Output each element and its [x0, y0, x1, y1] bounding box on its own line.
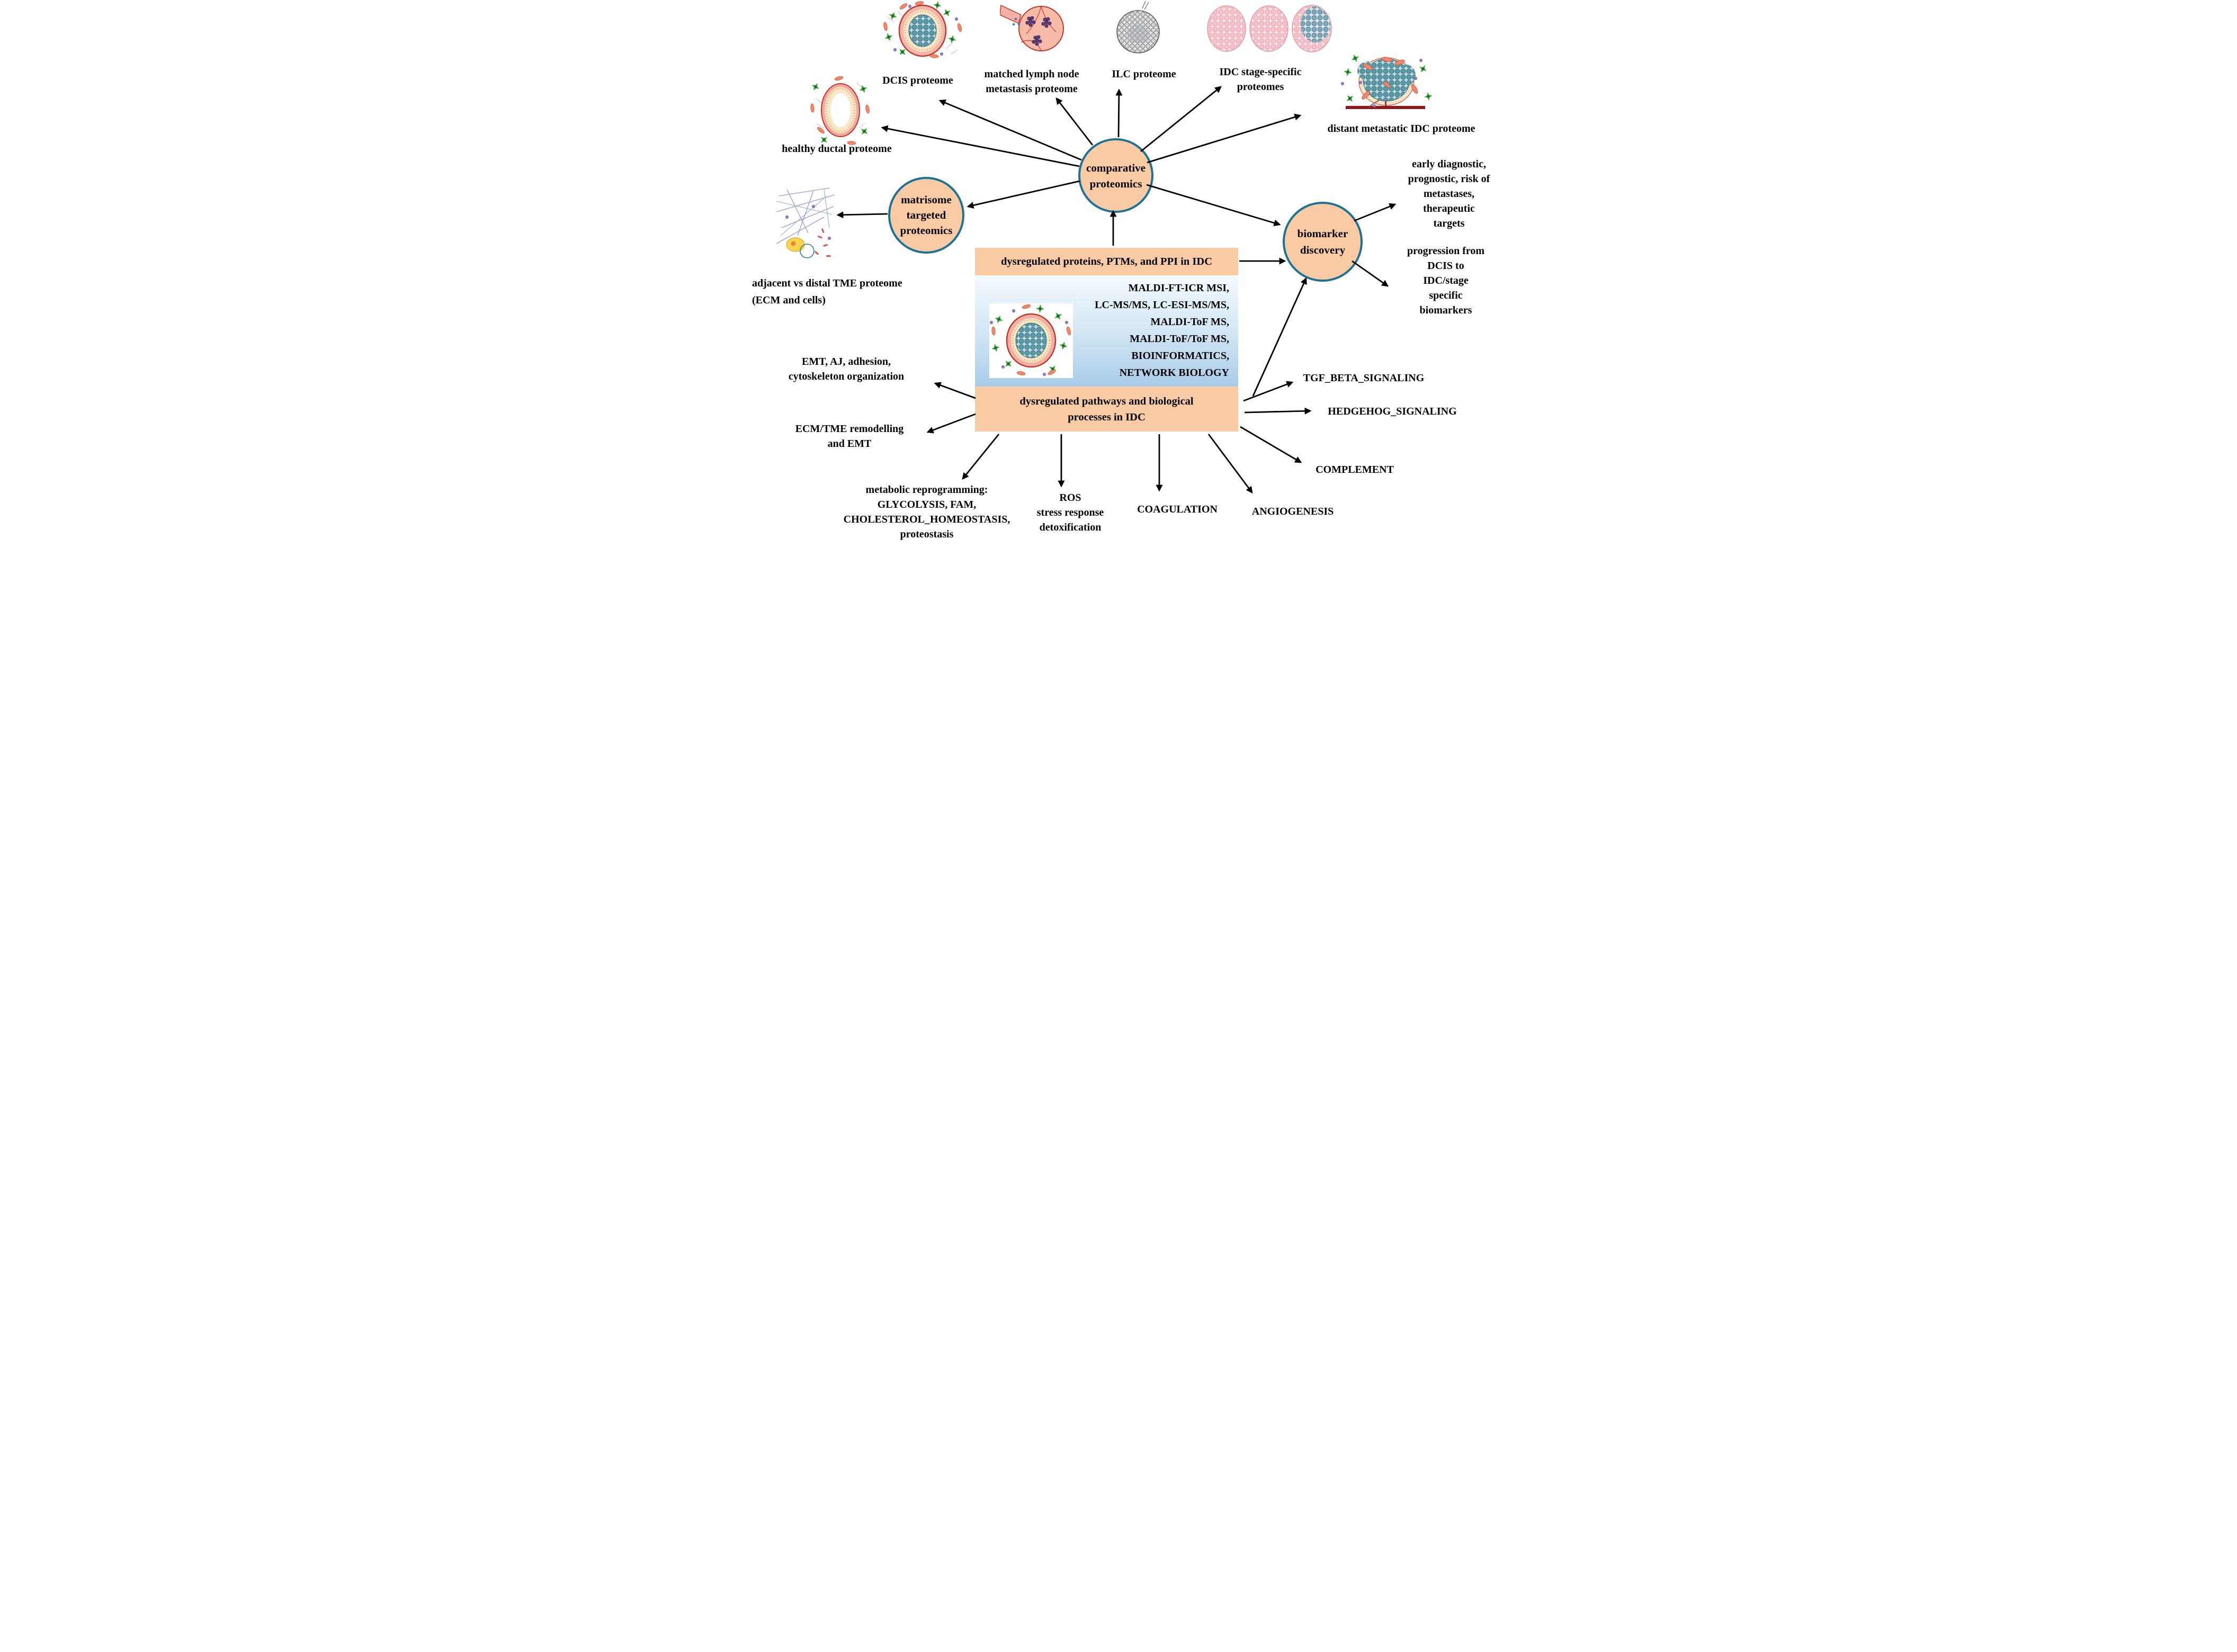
- metabolic-line1: metabolic reprogramming:: [865, 484, 988, 496]
- figure-canvas: DCIS proteome matched lymph node metasta…: [746, 0, 1491, 551]
- label-tme-proteome: adjacent vs distal TME proteome (ECM and…: [752, 275, 902, 309]
- distant-metastatic-tumor-illustration: [1341, 52, 1434, 110]
- label-coagulation: COAGULATION: [1137, 504, 1218, 515]
- biomarker-line1: biomarker: [1297, 227, 1348, 240]
- node-biomarker-discovery: biomarker discovery: [1283, 202, 1363, 282]
- arrow-comparative-to-idc-stage: [1140, 86, 1222, 152]
- method-line5: BIOINFORMATICS,: [1131, 350, 1229, 362]
- healthy-duct-illustration: [810, 75, 871, 146]
- arrow-box-to-complement: [1240, 426, 1302, 463]
- central-box-footer: dysregulated pathways and biological pro…: [975, 387, 1238, 432]
- clinical-line2: prognostic, risk of: [1408, 173, 1490, 185]
- label-dcis-proteome: DCIS proteome: [882, 75, 953, 86]
- metabolic-line2: GLYCOLYSIS, FAM,: [877, 499, 977, 510]
- progression-line5: biomarkers: [1419, 304, 1472, 316]
- progression-line4: specific: [1429, 290, 1463, 301]
- arrow-comparative-to-matrisome: [967, 180, 1080, 209]
- label-idc-stage-line2: proteomes: [1237, 81, 1284, 93]
- matrisome-line1: matrisome: [901, 193, 952, 206]
- progression-line2: DCIS to: [1427, 260, 1464, 272]
- ilc-tumor-illustration: [1116, 1, 1160, 53]
- central-box-header: dysregulated proteins, PTMs, and PPI in …: [975, 248, 1238, 275]
- clinical-line1: early diagnostic,: [1411, 158, 1486, 170]
- label-tgf-beta-signaling: TGF_BETA_SIGNALING: [1303, 372, 1425, 384]
- label-angiogenesis: ANGIOGENESIS: [1251, 506, 1334, 517]
- arrow-comparative-to-ilc: [1115, 88, 1123, 138]
- method-line2: LC-MS/MS, LC-ESI-MS/MS,: [1095, 299, 1229, 311]
- label-lymph-node-proteome: matched lymph node metastasis proteome: [985, 67, 1079, 96]
- arrow-biomarker-to-progression: [1352, 260, 1389, 287]
- label-idc-stage-proteomes: IDC stage-specific proteomes: [1220, 65, 1302, 94]
- label-hedgehog-signaling: HEDGEHOG_SIGNALING: [1328, 406, 1457, 417]
- arrow-comparative-to-dcis: [938, 100, 1082, 161]
- label-emt-adhesion: EMT, AJ, adhesion, cytoskeleton organiza…: [789, 354, 904, 384]
- node-comparative-proteomics: comparative proteomics: [1078, 138, 1153, 213]
- arrow-comparative-to-distant: [1147, 113, 1302, 164]
- arrow-box-to-hedgehog: [1244, 407, 1312, 415]
- label-ilc-proteome: ILC proteome: [1112, 68, 1176, 80]
- ecm-line1: ECM/TME remodelling: [795, 423, 904, 435]
- ecm-tme-matrix-illustration: [776, 187, 835, 258]
- arrow-comparative-to-lymph: [1055, 97, 1094, 146]
- clinical-line5: targets: [1433, 218, 1465, 229]
- progression-line3: IDC/stage: [1423, 275, 1469, 286]
- ros-line2: stress response: [1036, 507, 1104, 518]
- metabolic-line3: CHOLESTEROL_HOMEOSTASIS,: [843, 514, 1010, 525]
- arrow-box-to-tgf: [1243, 381, 1294, 402]
- lymph-node-metastasis-illustration: [1000, 4, 1064, 51]
- footer-line2: processes in IDC: [1068, 411, 1146, 423]
- comparative-line2: proteomics: [1089, 177, 1142, 190]
- arrow-box-to-angiogenesis: [1207, 434, 1253, 494]
- matrisome-line3: proteomics: [900, 224, 953, 237]
- label-idc-stage-line1: IDC stage-specific: [1219, 66, 1302, 78]
- progression-line1: progression from: [1407, 245, 1485, 257]
- arrow-matrisome-to-tme: [836, 211, 888, 219]
- ros-line1: ROS: [1059, 492, 1081, 504]
- ms-methods-list: MALDI-FT-ICR MSI, LC-MS/MS, LC-ESI-MS/MS…: [1095, 280, 1229, 381]
- label-clinical-biomarkers: early diagnostic, prognostic, risk of me…: [1408, 157, 1490, 231]
- clinical-line4: therapeutic: [1423, 203, 1475, 214]
- central-box-panel: MALDI-FT-ICR MSI, LC-MS/MS, LC-ESI-MS/MS…: [975, 275, 1238, 387]
- metabolic-line4: proteostasis: [900, 528, 954, 540]
- arrow-box-to-metabolic: [962, 434, 1000, 480]
- biomarker-line2: discovery: [1300, 243, 1346, 256]
- arrow-box-to-emt: [934, 382, 976, 399]
- label-ecm-remodelling: ECM/TME remodelling and EMT: [795, 421, 904, 451]
- label-lymph-line1: matched lymph node: [984, 68, 1079, 80]
- method-line6: NETWORK BIOLOGY: [1119, 367, 1229, 379]
- method-line4: MALDI-ToF/ToF MS,: [1130, 333, 1229, 345]
- matrisome-line2: targeted: [906, 209, 946, 221]
- comparative-line1: comparative: [1086, 161, 1146, 174]
- dcis-duct-illustration: [883, 1, 963, 59]
- central-box: dysregulated proteins, PTMs, and PPI in …: [975, 248, 1238, 432]
- label-distant-metastatic-proteome: distant metastatic IDC proteome: [1327, 123, 1475, 134]
- arrow-comparative-to-biomarker: [1146, 184, 1281, 227]
- method-line3: MALDI-ToF MS,: [1150, 316, 1229, 328]
- label-tme-line1: adjacent vs distal TME proteome: [752, 277, 902, 289]
- footer-line1: dysregulated pathways and biological: [1019, 395, 1194, 407]
- arrow-comparative-to-healthy-duct: [881, 125, 1080, 167]
- label-lymph-line2: metastasis proteome: [986, 83, 1078, 95]
- emt-line1: EMT, AJ, adhesion,: [802, 356, 891, 367]
- label-metabolic-reprogramming: metabolic reprogramming: GLYCOLYSIS, FAM…: [844, 482, 1010, 542]
- label-tme-line2: (ECM and cells): [752, 294, 826, 306]
- emt-line2: cytoskeleton organization: [788, 371, 905, 382]
- node-matrisome-proteomics: matrisome targeted proteomics: [888, 177, 964, 254]
- arrow-biomarker-to-clinical: [1354, 203, 1397, 222]
- method-line1: MALDI-FT-ICR MSI,: [1128, 282, 1229, 294]
- arrow-pathways-to-biomarker: [1252, 277, 1307, 397]
- idc-tumor-illustration: [989, 303, 1073, 378]
- ros-line3: detoxification: [1039, 522, 1102, 533]
- ecm-line2: and EMT: [827, 438, 872, 450]
- label-complement: COMPLEMENT: [1316, 464, 1394, 475]
- label-ros-stress: ROS stress response detoxification: [1037, 490, 1104, 535]
- arrow-box-to-ecm: [926, 413, 976, 434]
- idc-stage-specific-illustration: [1207, 5, 1332, 52]
- label-progression-biomarkers: progression from DCIS to IDC/stage speci…: [1407, 244, 1484, 318]
- clinical-line3: metastases,: [1423, 188, 1475, 200]
- label-healthy-ductal-proteome: healthy ductal proteome: [782, 143, 892, 155]
